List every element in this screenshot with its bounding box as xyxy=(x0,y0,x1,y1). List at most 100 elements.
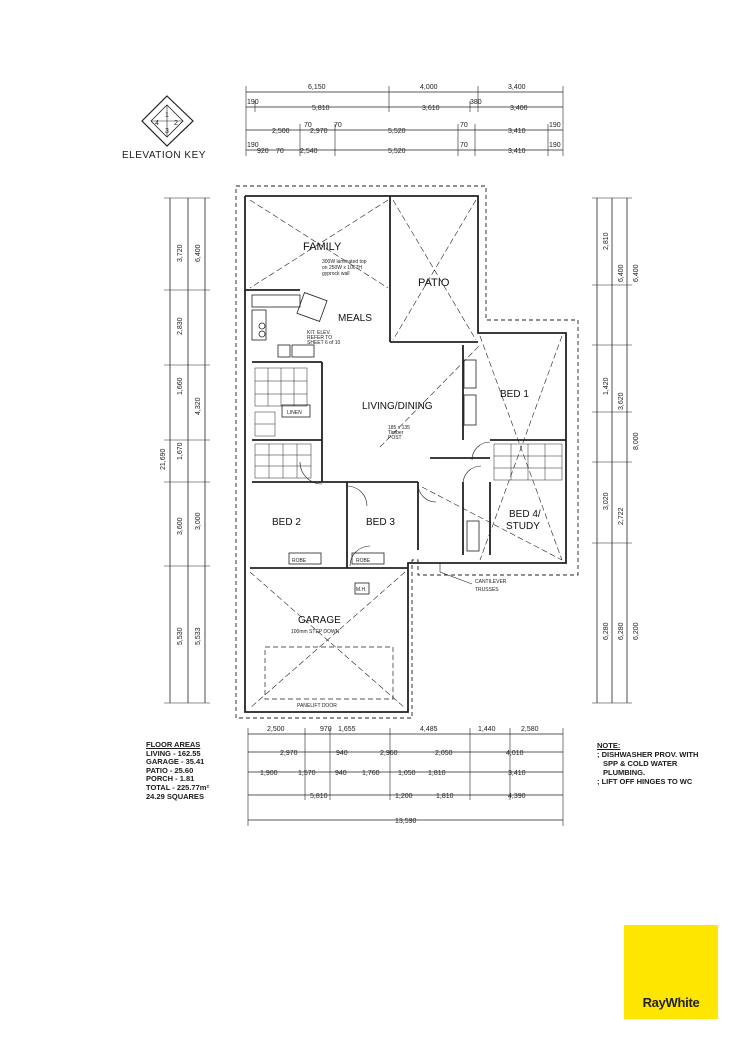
dim-top-4h: 190 xyxy=(549,142,561,149)
elevation-key-4: 4 xyxy=(155,120,159,127)
bed3-robe-label: ROBE xyxy=(356,558,371,564)
dim-left-total: 21,690 xyxy=(160,448,167,470)
note-line-1: ; DISHWASHER PROV. WITH xyxy=(597,750,699,759)
floor-areas-title: FLOOR AREAS xyxy=(146,740,201,749)
dim-right-4: 1,420 xyxy=(603,377,610,395)
dim-top-3d: 70 xyxy=(334,122,342,129)
dim-bottom-1f: 2,580 xyxy=(521,726,539,733)
cantilever-label-2: TRUSSES xyxy=(475,587,499,593)
room-bed2: BED 2 xyxy=(272,517,301,528)
dim-left-1: 3,720 xyxy=(177,244,184,262)
floor-area-porch: PORCH - 1.81 xyxy=(146,774,195,784)
timber-post-note-3: POST xyxy=(388,435,402,441)
dim-top-3a: 2,500 xyxy=(272,128,290,135)
dim-top-3f: 70 xyxy=(460,122,468,129)
dim-bottom-4b: 1,200 xyxy=(395,793,413,800)
garage-step-note: 100mm STEP DOWN xyxy=(291,629,340,635)
dim-bottom-1c: 1,655 xyxy=(338,726,356,733)
dim-top-1c: 3,400 xyxy=(508,84,526,91)
dim-bottom-1d: 4,485 xyxy=(420,726,438,733)
kitchen-note-3: SHEET 6 of 10 xyxy=(307,340,340,346)
top-dimensions: 6,150 4,000 3,400 190 5,810 3,610 380 3,… xyxy=(247,84,561,155)
dim-left-7: 3,600 xyxy=(177,517,184,535)
room-bed4-line1: BED 4/ xyxy=(509,509,541,520)
dim-bottom-2a: 2,970 xyxy=(280,750,298,757)
room-garage: GARAGE xyxy=(298,615,341,626)
room-family: FAMILY xyxy=(303,241,342,253)
dim-bottom-3a: 1,900 xyxy=(260,770,278,777)
panelift-door-label: PANELIFT DOOR xyxy=(297,703,337,709)
floor-area-garage: GARAGE - 35.41 xyxy=(146,757,205,767)
bottom-dimensions: 2,500 970 1,655 4,485 1,440 2,580 2,970 … xyxy=(260,726,539,825)
room-meals: MEALS xyxy=(338,313,372,324)
dim-bottom-3d: 1,760 xyxy=(362,770,380,777)
dim-right-11: 6,200 xyxy=(633,622,640,640)
dim-top-4c: 70 xyxy=(276,148,284,155)
dim-top-2d: 380 xyxy=(470,99,482,106)
dim-right-2: 6,400 xyxy=(618,264,625,282)
timber-post-note-1: 185 x 135 xyxy=(388,425,410,431)
dim-left-8: 3,000 xyxy=(195,512,202,530)
note-title: NOTE: xyxy=(597,741,621,750)
elevation-key-1: 1 xyxy=(165,112,169,119)
dim-top-4b: 920 xyxy=(257,148,269,155)
dim-bottom-4d: 4,390 xyxy=(508,793,526,800)
dim-top-3g: 3,410 xyxy=(508,128,526,135)
elevation-key: 1 2 3 4 xyxy=(141,95,194,147)
dim-bottom-total: 13,590 xyxy=(395,818,417,825)
room-bed4-line2: STUDY xyxy=(506,521,540,532)
dim-top-3b: 70 xyxy=(304,122,312,129)
dim-left-10: 5,533 xyxy=(195,627,202,645)
dim-top-4g: 3,410 xyxy=(508,148,526,155)
plan-note: NOTE: ; DISHWASHER PROV. WITH SPP & COLD… xyxy=(597,741,727,786)
dim-bottom-4c: 1,810 xyxy=(436,793,454,800)
dim-bottom-3c: 940 xyxy=(335,770,347,777)
elevation-key-2: 2 xyxy=(174,120,178,127)
bed2-robe-label: ROBE xyxy=(292,558,307,564)
right-dimensions: 2,810 6,400 6,400 1,420 3,620 8,000 3,02… xyxy=(603,232,640,640)
room-living-dining: LIVING/DINING xyxy=(362,401,433,412)
floor-area-squares: 24.29 SQUARES xyxy=(146,791,204,801)
elevation-key-label: ELEVATION KEY xyxy=(122,150,206,161)
dim-bottom-1e: 1,440 xyxy=(478,726,496,733)
dim-bottom-2b: 940 xyxy=(336,750,348,757)
timber-post-note-2: Timber xyxy=(388,430,404,436)
dim-right-10: 6,280 xyxy=(618,622,625,640)
dim-left-4: 1,660 xyxy=(177,377,184,395)
raywhite-logo: RayWhite xyxy=(624,925,718,1019)
dim-top-4e: 5,520 xyxy=(388,148,406,155)
left-dimensions: 3,720 6,400 2,830 1,660 4,320 1,670 21,6… xyxy=(160,244,202,645)
room-bed3: BED 3 xyxy=(366,517,395,528)
dim-right-5: 3,620 xyxy=(618,392,625,410)
dim-top-2b: 5,810 xyxy=(312,105,330,112)
dim-top-2e: 3,400 xyxy=(510,105,528,112)
dim-right-8: 2,722 xyxy=(618,507,625,525)
note-line-2: SPP & COLD WATER xyxy=(603,759,678,768)
dim-right-7: 3,020 xyxy=(603,492,610,510)
dim-left-6: 1,670 xyxy=(177,442,184,460)
dim-top-3e: 5,520 xyxy=(388,128,406,135)
dim-top-4d: 2,540 xyxy=(300,148,318,155)
dim-bottom-4a: 5,810 xyxy=(310,793,328,800)
floor-area-patio: PATIO - 25.60 xyxy=(146,765,194,775)
floor-areas: FLOOR AREAS LIVING - 162.55 GARAGE - 35.… xyxy=(146,740,209,801)
note-line-4: ; LIFT OFF HINGES TO WC xyxy=(597,777,693,786)
dim-top-4f: 70 xyxy=(460,142,468,149)
dim-bottom-3b: 1,570 xyxy=(298,770,316,777)
dim-bottom-2e: 4,010 xyxy=(506,750,524,757)
bench-note-2: on 250W x 1067H xyxy=(322,265,362,271)
room-patio: PATIO xyxy=(418,277,450,289)
dim-right-9: 6,280 xyxy=(603,622,610,640)
dim-bottom-1b: 970 xyxy=(320,726,332,733)
dim-top-3c: 2,970 xyxy=(310,128,328,135)
dim-bottom-3g: 3,410 xyxy=(508,770,526,777)
dim-top-3h: 190 xyxy=(549,122,561,129)
dim-bottom-2c: 2,960 xyxy=(380,750,398,757)
dim-bottom-2d: 2,050 xyxy=(435,750,453,757)
raywhite-logo-text: RayWhite xyxy=(642,995,700,1010)
bench-note-1: 300W laminated top xyxy=(322,259,367,265)
room-bed1: BED 1 xyxy=(500,389,529,400)
linen-label: LINEN xyxy=(287,410,302,416)
dim-right-1: 2,810 xyxy=(603,232,610,250)
